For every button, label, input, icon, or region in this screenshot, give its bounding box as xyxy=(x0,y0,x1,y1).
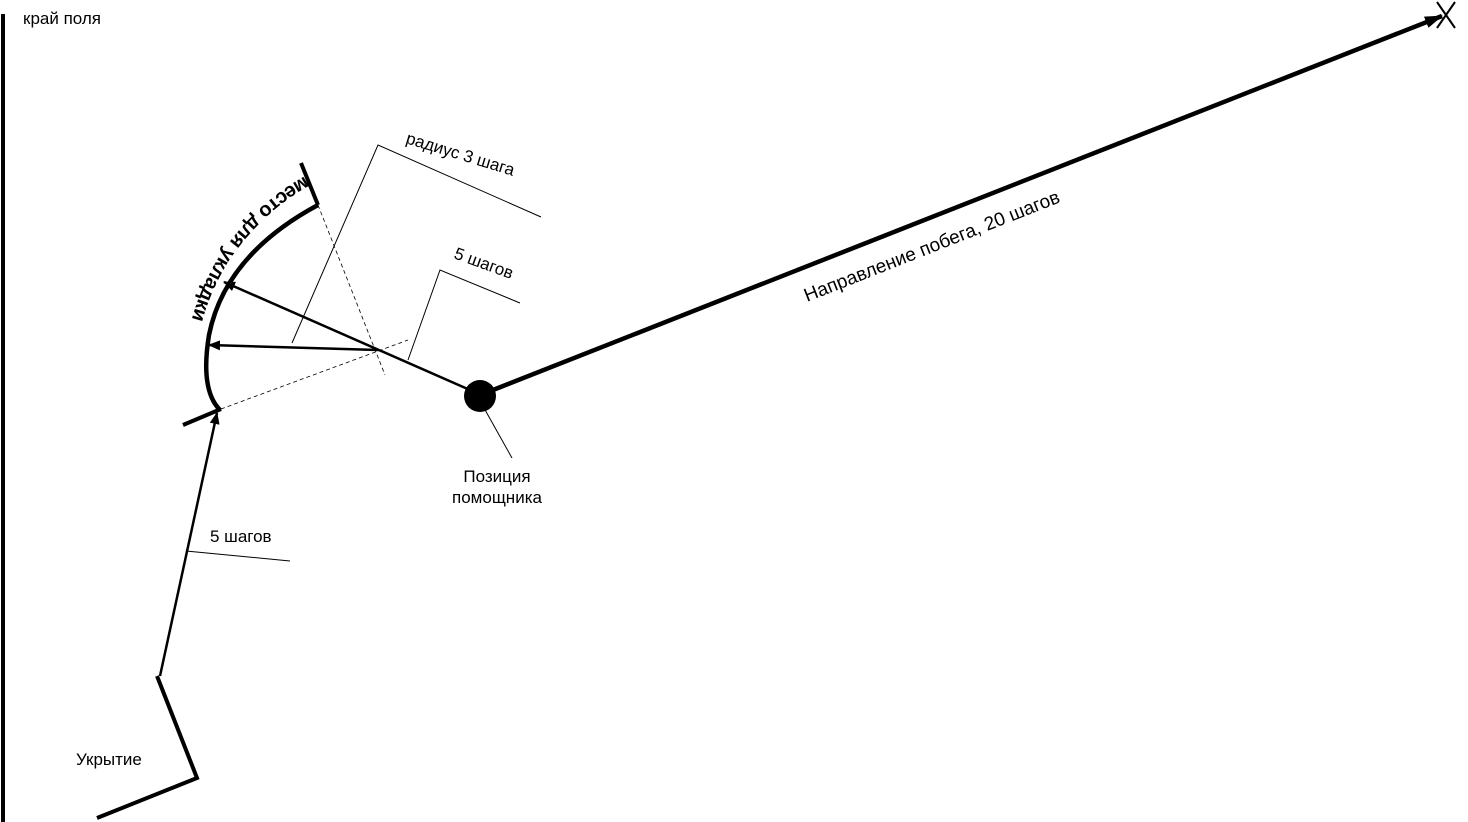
helper-to-arc-center-arrow xyxy=(208,340,379,352)
radius-leader xyxy=(291,144,542,344)
five-steps-upper-leader xyxy=(407,269,521,361)
helper-to-arc-upper-arrow xyxy=(223,280,471,392)
laying-place-text: место для укладки xyxy=(187,172,313,324)
helper-position-label-line1: Позиция xyxy=(463,467,530,486)
dashed-lower-radius xyxy=(220,339,409,410)
arc-lower-tick xyxy=(182,407,222,427)
five-steps-upper-label: 5 шагов xyxy=(452,244,516,283)
cover-label: Укрытие xyxy=(76,750,142,769)
field-edge-label: край поля xyxy=(23,9,101,28)
escape-direction-arrow xyxy=(492,13,1443,393)
five-steps-lower-label: 5 шагов xyxy=(210,527,272,546)
x-mark-icon xyxy=(1436,1,1456,29)
arc-upper-tick xyxy=(299,162,320,206)
escape-direction-label: Направление побега, 20 шагов xyxy=(801,187,1063,307)
cover-to-arc-arrow xyxy=(158,412,220,677)
laying-place-label: место для укладки xyxy=(187,172,313,324)
helper-position-label-line2: помощника xyxy=(452,488,542,507)
laying-area-arc xyxy=(203,203,320,412)
radius-label: радиус 3 шага xyxy=(404,129,518,180)
cover-bracket xyxy=(96,675,200,820)
five-steps-lower-leader xyxy=(185,550,291,562)
dashed-upper-radius xyxy=(317,204,386,376)
helper-position-leader xyxy=(483,407,513,459)
filled-circle-icon xyxy=(464,380,496,412)
